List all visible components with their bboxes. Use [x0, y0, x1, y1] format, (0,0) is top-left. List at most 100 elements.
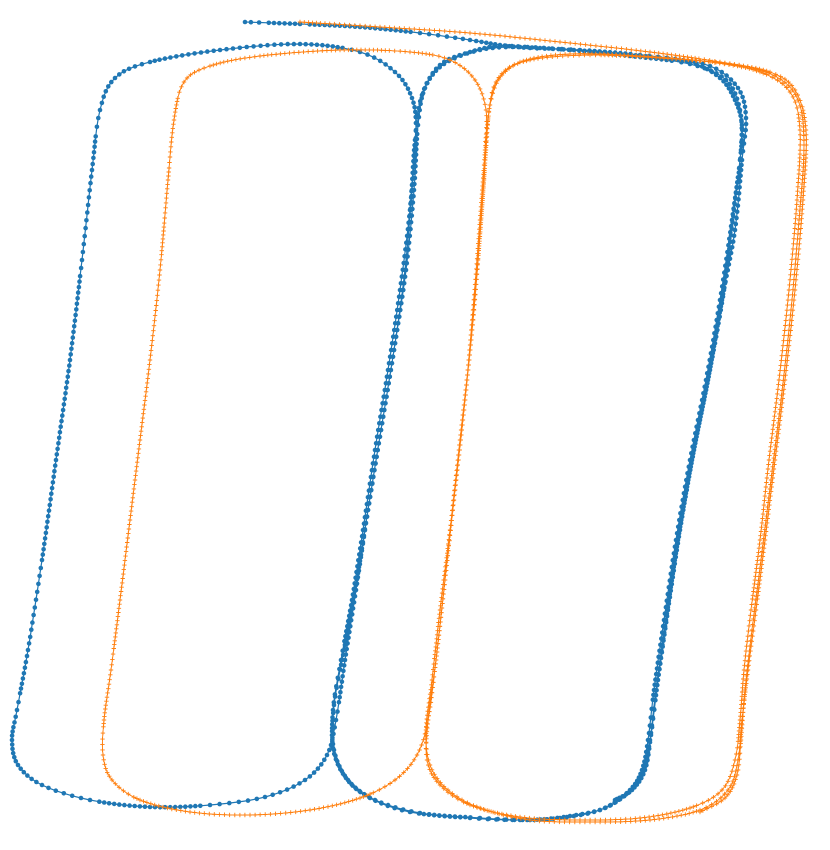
data-point	[205, 49, 210, 54]
data-point	[306, 49, 311, 54]
data-point	[711, 795, 716, 800]
data-point	[163, 200, 169, 206]
data-point	[126, 791, 131, 797]
data-point	[546, 46, 552, 51]
data-point	[121, 69, 127, 74]
data-point	[346, 635, 351, 641]
data-point	[152, 313, 158, 318]
data-point	[801, 193, 806, 198]
data-point	[145, 376, 150, 381]
data-point	[562, 817, 567, 822]
data-point	[473, 282, 479, 287]
data-point	[748, 638, 753, 643]
data-point	[787, 282, 792, 288]
data-point	[771, 460, 776, 465]
data-point	[468, 347, 473, 353]
data-point	[740, 681, 745, 686]
data-point	[377, 24, 383, 30]
data-point	[755, 582, 761, 587]
data-point	[537, 816, 542, 822]
data-point	[447, 57, 453, 63]
data-point	[148, 801, 153, 806]
data-point	[139, 61, 145, 67]
data-point	[764, 513, 769, 519]
data-point	[43, 530, 49, 536]
data-point	[656, 672, 661, 677]
data-point	[314, 20, 319, 26]
data-point	[577, 817, 583, 823]
data-point	[780, 81, 785, 86]
data-point	[510, 817, 515, 823]
data-point	[693, 441, 698, 446]
data-point	[422, 731, 428, 737]
data-point	[573, 41, 578, 46]
data-point	[437, 782, 443, 788]
data-point	[146, 367, 152, 372]
data-point	[796, 217, 802, 223]
data-point	[245, 798, 251, 803]
data-point	[782, 80, 788, 85]
data-point	[426, 713, 431, 718]
data-point	[751, 585, 757, 590]
data-point	[465, 367, 471, 373]
data-point	[689, 55, 694, 60]
data-point	[388, 367, 394, 373]
data-point	[786, 287, 792, 293]
data-point	[783, 353, 789, 358]
data-point	[731, 207, 737, 213]
data-point	[88, 180, 93, 186]
data-point	[137, 797, 143, 803]
data-point	[723, 274, 729, 279]
data-point	[429, 771, 434, 776]
data-point	[415, 122, 421, 128]
data-point	[653, 692, 659, 698]
data-point	[423, 51, 429, 56]
data-point	[795, 193, 800, 198]
data-point	[444, 563, 449, 568]
data-point	[447, 532, 452, 537]
data-point	[475, 266, 480, 272]
data-point	[426, 762, 431, 768]
data-point	[100, 747, 105, 753]
data-point	[364, 514, 370, 519]
data-point	[148, 353, 153, 358]
data-point	[795, 231, 801, 237]
data-point	[472, 31, 478, 36]
data-point	[713, 334, 719, 340]
data-point	[473, 292, 478, 297]
data-point	[510, 63, 516, 69]
data-point	[673, 56, 679, 62]
data-point	[314, 42, 320, 48]
data-point	[103, 766, 108, 771]
data-point	[476, 816, 482, 821]
data-point	[141, 407, 147, 412]
data-point	[230, 46, 236, 51]
data-point	[341, 668, 346, 674]
data-point	[432, 28, 437, 33]
data-point	[437, 813, 442, 819]
data-point	[69, 793, 75, 799]
data-point	[83, 225, 88, 231]
data-point	[92, 139, 98, 144]
data-point	[72, 318, 78, 324]
data-point	[644, 763, 649, 768]
data-point	[69, 340, 75, 346]
data-point	[207, 811, 212, 817]
data-point	[521, 59, 526, 64]
data-point	[582, 49, 587, 54]
data-point	[430, 52, 435, 58]
data-point	[699, 407, 705, 413]
data-point	[282, 51, 287, 56]
data-point	[681, 54, 686, 59]
data-point	[480, 192, 486, 197]
data-point	[733, 190, 739, 196]
data-point	[800, 113, 805, 118]
data-point	[168, 144, 174, 149]
data-point	[127, 517, 133, 523]
data-point	[179, 84, 184, 89]
data-point	[738, 156, 743, 161]
data-point	[442, 813, 448, 819]
data-point	[676, 534, 682, 539]
data-point	[517, 44, 523, 50]
data-point	[657, 55, 663, 61]
